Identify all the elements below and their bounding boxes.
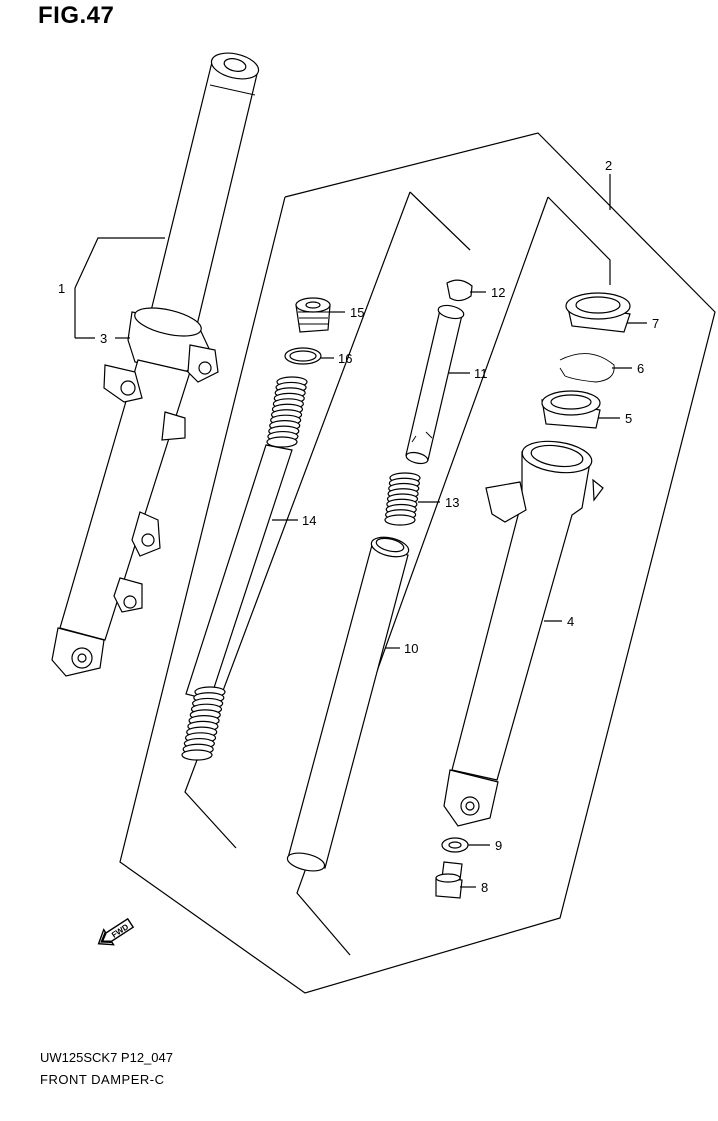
callout-3: 3 bbox=[100, 331, 107, 346]
part-rebound-spring bbox=[384, 472, 421, 526]
callout-4: 4 bbox=[567, 614, 574, 629]
part-stopper-ring bbox=[559, 353, 615, 383]
callout-12: 12 bbox=[491, 285, 505, 300]
part-damper-rod bbox=[405, 304, 465, 465]
callout-7: 7 bbox=[652, 316, 659, 331]
part-circlip-rod bbox=[446, 279, 473, 302]
callout-11: 11 bbox=[474, 366, 488, 381]
group-outline-assembly-2 bbox=[119, 132, 716, 994]
part-allen-bolt bbox=[435, 861, 463, 899]
callout-2: 2 bbox=[605, 158, 612, 173]
callout-5: 5 bbox=[625, 411, 632, 426]
callout-13: 13 bbox=[445, 495, 459, 510]
part-cylinder-tube bbox=[286, 536, 410, 872]
callout-14: 14 bbox=[302, 513, 316, 528]
part-damper-assembly bbox=[51, 52, 260, 677]
callout-6: 6 bbox=[637, 361, 644, 376]
callout-16: 16 bbox=[338, 351, 352, 366]
fwd-arrow-icon: FWD bbox=[97, 917, 135, 946]
callout-8: 8 bbox=[481, 880, 488, 895]
callout-15: 15 bbox=[350, 305, 364, 320]
callout-9: 9 bbox=[495, 838, 502, 853]
part-outer-tube bbox=[443, 440, 604, 827]
part-oil-seal bbox=[541, 390, 601, 429]
figure-name: FRONT DAMPER-C bbox=[40, 1072, 165, 1087]
figure-code: UW125SCK7 P12_047 bbox=[40, 1050, 173, 1065]
callout-1: 1 bbox=[58, 281, 65, 296]
figure-title: FIG.47 bbox=[38, 2, 115, 29]
part-fork-spring bbox=[181, 376, 308, 761]
spring-coil bbox=[266, 436, 298, 448]
callout-10: 10 bbox=[404, 641, 418, 656]
part-cap-bolt bbox=[295, 297, 331, 333]
leader-lines bbox=[74, 174, 647, 888]
spring-coil bbox=[181, 749, 213, 761]
spring-coil bbox=[384, 514, 416, 526]
part-dust-seal bbox=[565, 292, 631, 333]
